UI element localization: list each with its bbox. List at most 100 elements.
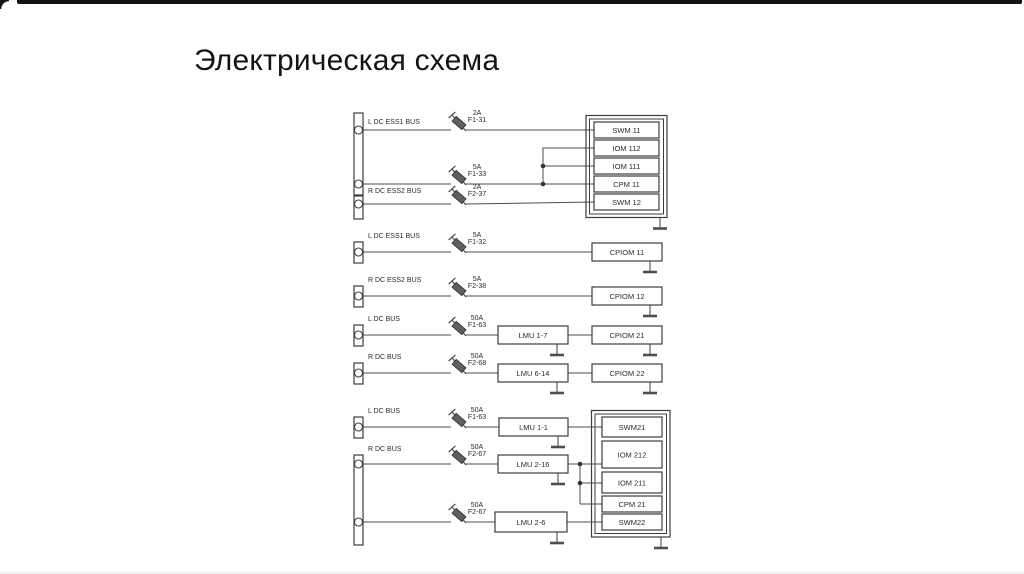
fuse-id-label: F1-63 <box>468 414 486 421</box>
device-label: LMU 2-16 <box>517 460 550 469</box>
device-label: CPIOM 12 <box>609 292 644 301</box>
ground-icon <box>550 344 564 357</box>
fuse-icon <box>448 503 467 524</box>
bus-label: L DC BUS <box>368 316 400 323</box>
ground-icon <box>653 217 667 230</box>
device-box-iom-111: IOM 111 <box>593 157 660 175</box>
bus-bar-r-dc-ess2-bus-top: R DC ESS2 BUS <box>353 188 422 220</box>
ground-icon <box>643 344 657 357</box>
device-label: CPIOM 11 <box>610 248 644 257</box>
device-box-cpiom-21: CPIOM 21 <box>591 325 663 345</box>
bus-label: L DC ESS1 BUS <box>368 119 420 126</box>
fuse-rating-label: 50A <box>471 315 484 322</box>
bus-label: L DC BUS <box>368 408 400 415</box>
device-label: LMU 6-14 <box>517 369 550 378</box>
fuse-icon <box>448 354 467 375</box>
wire-junction-dot <box>577 461 583 467</box>
bus-tap-terminal <box>353 330 364 340</box>
fuse-rating-label: 50A <box>471 502 484 509</box>
fuse-id-label: F2-38 <box>468 283 486 290</box>
bus-tap-terminal <box>353 459 364 469</box>
device-label: SWM21 <box>619 423 646 432</box>
fuse-icon <box>448 316 467 337</box>
bus-bar-r-dc-bus-bottom: R DC BUS <box>353 446 402 546</box>
device-label: SWM 12 <box>612 198 641 207</box>
fuse-icon <box>448 185 467 206</box>
bus-tap-terminal <box>353 247 364 257</box>
device-label: CPIOM 21 <box>609 331 644 340</box>
bus-bar-l-dc-ess1-bus-mid: L DC ESS1 BUS <box>353 233 420 264</box>
device-box-swm-11: SWM 11 <box>593 121 660 139</box>
bus-bar-l-dc-bus-mid: L DC BUS <box>353 316 400 347</box>
device-box-iom-212: IOM 212 <box>601 440 663 469</box>
device-box-iom-112: IOM 112 <box>593 139 660 157</box>
wire-junction-dot <box>540 181 546 187</box>
fuse-icon <box>448 445 467 466</box>
device-label: IOM 112 <box>612 144 640 153</box>
window-top-edge <box>17 0 1022 4</box>
bus-bar-l-dc-bus-bottom: L DC BUS <box>353 408 400 439</box>
bus-tap-terminal <box>353 199 364 209</box>
fuse-id-label: F1-32 <box>468 239 486 246</box>
device-box-lmu-2-6: LMU 2-6 <box>494 511 568 533</box>
device-box-cpiom-11: CPIOM 11 <box>591 242 663 262</box>
ground-icon <box>550 532 564 545</box>
fuse-id-label: F2-37 <box>468 191 486 198</box>
device-box-lmu-2-16: LMU 2-16 <box>497 454 569 474</box>
device-box-swm22: SWM22 <box>601 513 663 531</box>
fuse-rating-label: 5A <box>473 232 482 239</box>
device-box-cpiom-22: CPIOM 22 <box>591 363 663 383</box>
fuse-rating-label: 2A <box>473 110 482 117</box>
fuse-id-label: F2-68 <box>468 360 486 367</box>
device-label: CPIOM 22 <box>609 369 644 378</box>
device-box-cpm-11: CPM 11 <box>593 175 660 193</box>
fuse-rating-label: 50A <box>471 444 484 451</box>
ground-icon <box>643 261 657 274</box>
device-box-lmu-1-1: LMU 1-1 <box>498 417 569 437</box>
device-label: LMU 1-7 <box>519 331 548 340</box>
bus-label: R DC ESS2 BUS <box>368 277 422 284</box>
device-box-iom-211: IOM 211 <box>601 471 663 494</box>
wire <box>542 147 594 184</box>
device-label: IOM 111 <box>613 162 641 171</box>
fuse-id-label: F2-67 <box>468 509 486 516</box>
device-box-cpm-21: CPM 21 <box>601 495 663 513</box>
device-label: IOM 211 <box>618 478 646 487</box>
window-corner-mark <box>0 0 9 9</box>
device-label: IOM 212 <box>618 450 647 459</box>
ground-icon <box>643 305 657 318</box>
device-box-lmu-1-7: LMU 1-7 <box>497 325 569 345</box>
bus-tap-terminal <box>353 517 364 527</box>
bus-tap-terminal <box>353 125 364 135</box>
bus-label: L DC ESS1 BUS <box>368 233 420 240</box>
bus-bar-l-dc-ess1-bus-top: L DC ESS1 BUS <box>353 112 420 196</box>
fuse-icon <box>448 408 467 429</box>
fuse-icon <box>448 233 467 254</box>
ground-icon <box>551 436 565 449</box>
fuse-rating-label: 2A <box>473 184 482 191</box>
bus-tap-terminal <box>353 368 364 378</box>
bus-bar-r-dc-ess2-bus-mid: R DC ESS2 BUS <box>353 277 422 308</box>
fuse-rating-label: 5A <box>473 164 482 171</box>
fuse-icon <box>448 277 467 298</box>
bus-bar-r-dc-bus-mid: R DC BUS <box>353 354 402 385</box>
fuse-icon <box>448 111 467 132</box>
device-label: SWM22 <box>619 518 646 527</box>
slide-bottom-edge <box>0 572 1024 574</box>
device-label: CPM 11 <box>613 180 640 189</box>
bus-label: R DC ESS2 BUS <box>368 188 422 195</box>
device-box-swm21: SWM21 <box>601 416 663 438</box>
bus-tap-terminal <box>353 422 364 432</box>
bus-tap-terminal <box>353 291 364 301</box>
fuse-icon <box>448 165 467 186</box>
fuse-id-label: F1-33 <box>468 171 486 178</box>
ground-icon <box>654 537 668 550</box>
ground-icon <box>550 382 564 395</box>
